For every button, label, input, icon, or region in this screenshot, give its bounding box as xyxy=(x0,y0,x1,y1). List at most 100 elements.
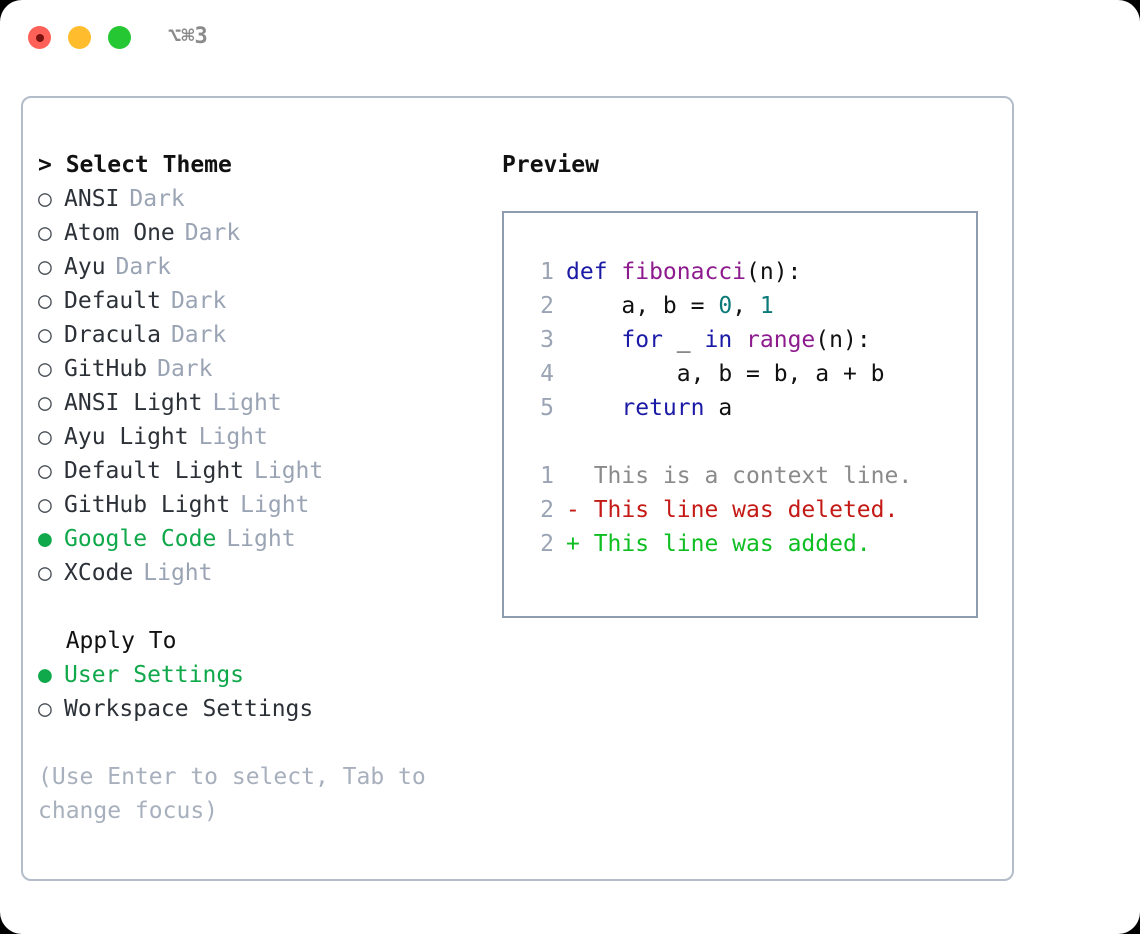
line-number: 2 xyxy=(540,293,554,319)
theme-option-default-light[interactable]: ○ Default Light Light xyxy=(38,454,498,488)
theme-option-label: ANSI xyxy=(64,186,120,212)
theme-option-kind: Dark xyxy=(170,288,227,314)
code-token-fn: range xyxy=(746,327,816,353)
line-number: 2 xyxy=(540,531,554,557)
code-token-txt: a xyxy=(704,395,733,421)
code-diff-gap xyxy=(522,425,976,459)
diff-sign xyxy=(566,463,594,489)
diff-sign: + xyxy=(566,531,594,557)
theme-option-kind: Dark xyxy=(184,220,241,246)
code-token-txt xyxy=(566,395,621,421)
code-token-txt: (n): xyxy=(815,327,871,353)
code-token-fn: fibonacci xyxy=(621,259,747,285)
diff-text: This line was deleted. xyxy=(593,497,899,523)
diff-line-ctx: 1 This is a context line. xyxy=(522,459,976,493)
traffic-lights xyxy=(28,26,131,49)
title-bar: ⌥⌘3 xyxy=(0,0,1140,78)
apply-option-workspace-settings[interactable]: ○ Workspace Settings xyxy=(38,692,498,726)
keyboard-shortcut-label: ⌥⌘3 xyxy=(168,24,208,49)
line-number: 4 xyxy=(540,361,554,387)
theme-option-ayu[interactable]: ○ Ayu Dark xyxy=(38,250,498,284)
theme-option-kind: Dark xyxy=(115,254,171,280)
theme-option-ansi-light[interactable]: ○ ANSI Light Light xyxy=(38,386,498,420)
theme-option-kind: Dark xyxy=(170,322,227,348)
radio-unselected-icon: ○ xyxy=(38,560,52,586)
theme-option-kind: Dark xyxy=(129,186,185,212)
select-theme-header: > Select Theme xyxy=(38,152,232,178)
code-token-kw: return xyxy=(621,395,705,421)
code-token-kw: def xyxy=(566,259,622,285)
apply-option-label: Workspace Settings xyxy=(64,696,314,722)
radio-unselected-icon: ○ xyxy=(38,390,52,416)
radio-unselected-icon: ○ xyxy=(38,424,52,450)
radio-unselected-icon: ○ xyxy=(38,696,52,722)
theme-option-github[interactable]: ○ GitHub Dark xyxy=(38,352,498,386)
diff-line-add: 2 + This line was added. xyxy=(522,527,976,561)
theme-option-label: XCode xyxy=(64,560,134,586)
code-token-txt: , xyxy=(732,293,760,319)
theme-option-google-code[interactable]: ● Google Code Light xyxy=(38,522,498,556)
line-number: 2 xyxy=(540,497,554,523)
theme-option-kind: Dark xyxy=(157,356,213,382)
apply-to-header: Apply To xyxy=(38,628,177,654)
code-line: 1 def fibonacci(n): xyxy=(522,255,976,289)
theme-option-label: Default Light xyxy=(64,458,245,484)
theme-option-label: ANSI Light xyxy=(64,390,203,416)
code-line: 2 a, b = 0, 1 xyxy=(522,289,976,323)
close-window-icon[interactable] xyxy=(28,26,51,49)
theme-option-kind: Light xyxy=(254,458,324,484)
code-token-txt: (n): xyxy=(746,259,802,285)
line-number: 1 xyxy=(540,463,554,489)
theme-option-label: Ayu xyxy=(64,254,106,280)
line-number: 1 xyxy=(540,259,554,285)
theme-option-kind: Light xyxy=(226,526,296,552)
line-number: 5 xyxy=(540,395,554,421)
theme-option-label: Default xyxy=(64,288,161,314)
diff-sign: - xyxy=(566,497,594,523)
code-token-txt xyxy=(566,327,621,353)
apply-to-list: ●User Settings ○ Workspace Settings xyxy=(38,658,498,726)
radio-unselected-icon: ○ xyxy=(38,322,52,348)
radio-selected-icon: ● xyxy=(38,526,52,552)
code-token-txt xyxy=(732,327,746,353)
apply-option-label: User Settings xyxy=(64,662,245,688)
theme-option-atom-one[interactable]: ○ Atom One Dark xyxy=(38,216,498,250)
theme-option-kind: Light xyxy=(212,390,282,416)
code-line: 4 a, b = b, a + b xyxy=(522,357,976,391)
radio-unselected-icon: ○ xyxy=(38,458,52,484)
theme-option-label: GitHub xyxy=(64,356,148,382)
preview-header: Preview xyxy=(502,152,599,178)
theme-option-kind: Light xyxy=(198,424,268,450)
theme-option-label: Ayu Light xyxy=(64,424,189,450)
diff-text: This is a context line. xyxy=(593,463,913,489)
radio-unselected-icon: ○ xyxy=(38,356,52,382)
keyboard-hint-text: (Use Enter to select, Tab to change focu… xyxy=(38,764,440,824)
line-number: 3 xyxy=(540,327,554,353)
minimize-window-icon[interactable] xyxy=(68,26,91,49)
code-token-num: 0 xyxy=(718,293,733,319)
maximize-window-icon[interactable] xyxy=(108,26,131,49)
radio-unselected-icon: ○ xyxy=(38,220,52,246)
radio-unselected-icon: ○ xyxy=(38,254,52,280)
diff-line-del: 2- This line was deleted. xyxy=(522,493,976,527)
apply-option-user-settings[interactable]: ●User Settings xyxy=(38,658,498,692)
theme-option-label: Google Code xyxy=(64,526,217,552)
diff-text: This line was added. xyxy=(593,531,871,557)
section-spacer xyxy=(38,590,498,624)
theme-option-label: Atom One xyxy=(64,220,175,246)
theme-option-ayu-light[interactable]: ○ Ayu Light Light xyxy=(38,420,498,454)
theme-option-label: GitHub Light xyxy=(64,492,231,518)
diff-sample: 1 This is a context line.2- This line wa… xyxy=(522,459,976,561)
